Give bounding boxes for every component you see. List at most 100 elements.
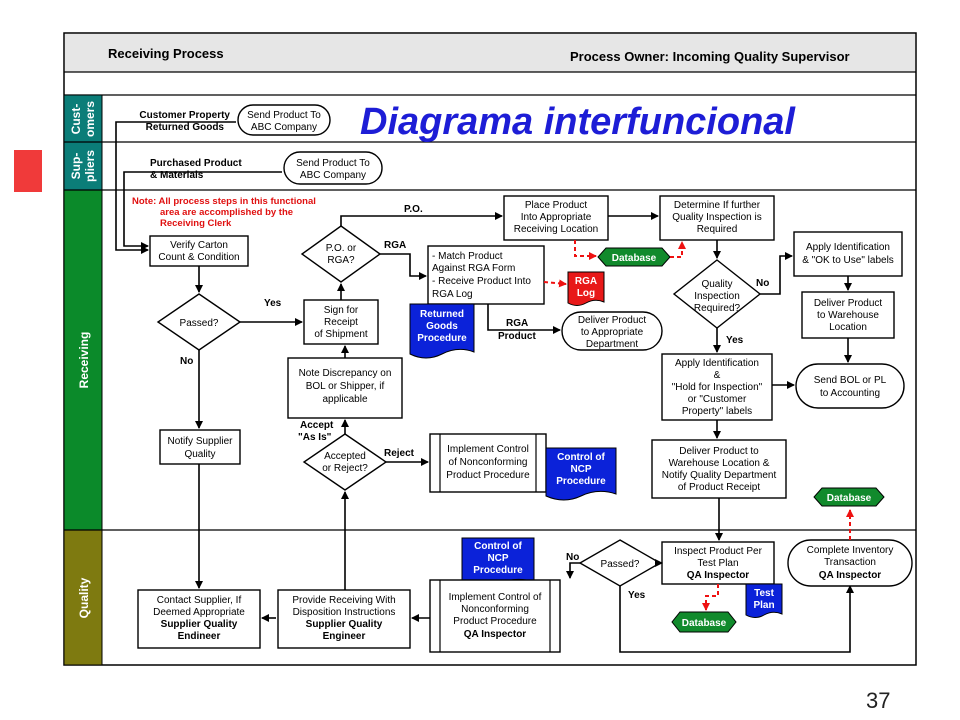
svg-text:Inspection: Inspection [694,291,740,302]
svg-text:Verify Carton: Verify Carton [170,240,228,251]
node-supplier-send [283,151,383,185]
edge-label-no-qi: No [756,278,769,289]
svg-text:ABC Company: ABC Company [251,122,317,133]
edge-suppliers-to-verify [123,171,282,250]
svg-text:Notify Quality Department: Notify Quality Department [662,470,777,481]
svg-text:Database: Database [827,493,872,504]
edge-label-yes-1: Yes [264,298,282,309]
svg-text:Deliver Product: Deliver Product [814,298,883,309]
node-match-product [427,245,545,305]
svg-text:QA Inspector: QA Inspector [464,629,527,640]
svg-text:Send BOL or PL: Send BOL or PL [814,375,887,386]
svg-text:Deliver Product: Deliver Product [578,315,647,326]
svg-text:Engineer: Engineer [323,631,366,642]
node-customer-property-1: Customer Property [139,110,230,121]
process-title: Receiving Process [108,46,224,61]
svg-text:Quality: Quality [184,449,215,460]
edge-label-reject: Reject [384,448,415,459]
svg-text:to Accounting: to Accounting [820,388,880,399]
svg-text:or Reject?: or Reject? [322,463,368,474]
svg-text:Database: Database [682,618,727,629]
node-customer-send [237,104,331,136]
svg-text:Test Plan: Test Plan [697,558,738,569]
node-sign-receipt [303,299,379,345]
svg-text:- Match Product: - Match Product [432,251,503,262]
svg-text:Determine If further: Determine If further [674,200,761,211]
svg-text:Procedure: Procedure [417,333,467,344]
svg-text:QA Inspector: QA Inspector [819,570,882,581]
svg-text:Count & Condition: Count & Condition [158,252,239,263]
svg-text:Procedure: Procedure [473,565,523,576]
svg-text:Nonconforming: Nonconforming [461,604,529,615]
node-send-bol [795,363,905,409]
svg-text:Note Discrepancy on: Note Discrepancy on [299,368,392,379]
edge-customers-to-verify [115,121,236,254]
note-line-3: Receiving Clerk [160,218,232,229]
database-3 [671,611,737,633]
note-line-2: area are accomplished by the [160,207,293,218]
svg-text:Supplier Quality: Supplier Quality [161,619,238,630]
node-deliver-notify [651,439,787,499]
edge-label-rga-product-2: Product [498,331,536,342]
edge-label-yes-2: Yes [628,590,646,601]
svg-text:Send Product To: Send Product To [296,158,370,169]
svg-text:Warehouse Location &: Warehouse Location & [669,458,770,469]
node-purchased-product-1: Purchased Product [150,158,242,169]
svg-text:Sign for: Sign for [324,305,359,316]
svg-text:Transaction: Transaction [824,557,876,568]
banner-title: Diagrama interfuncional [360,101,796,143]
svg-text:Supplier Quality: Supplier Quality [306,619,383,630]
node-determine-inspection [659,195,775,241]
svg-text:Quality Inspection is: Quality Inspection is [672,212,762,223]
node-note-discrepancy [287,357,403,419]
svg-text:Database: Database [612,253,657,264]
svg-text:RGA: RGA [575,276,597,287]
node-provide-disposition [277,589,411,649]
node-deliver-warehouse [801,291,895,339]
svg-text:Plan: Plan [753,600,774,611]
lane-label-suppliers-1: Sup- [69,153,83,180]
svg-text:QA Inspector: QA Inspector [687,570,750,581]
svg-text:Log: Log [577,288,595,299]
svg-text:to Warehouse: to Warehouse [817,310,879,321]
database-1 [597,247,671,267]
node-implement-control [429,433,547,493]
lane-label-customers-1: Cust- [69,104,83,135]
edge-label-rga-product-1: RGA [506,318,528,329]
svg-text:Required: Required [697,224,738,235]
svg-text:Disposition Instructions: Disposition Instructions [293,607,396,618]
database-2 [813,487,885,507]
note-line-1: Note: All process steps in this function… [132,196,316,207]
svg-text:RGA Log: RGA Log [432,289,473,300]
node-deliver-department [561,311,663,351]
svg-text:Endineer: Endineer [178,631,221,642]
svg-text:Control of: Control of [474,541,522,552]
node-apply-ok-labels [793,231,903,277]
svg-text:P.O. or: P.O. or [326,243,357,254]
svg-text:Implement Control: Implement Control [447,444,529,455]
node-po-or-rga [300,225,382,283]
svg-text:NCP: NCP [570,464,591,475]
node-verify [149,235,249,267]
svg-text:or "Customer: or "Customer [688,394,747,405]
svg-text:Passed?: Passed? [601,559,640,570]
svg-text:Apply Identification: Apply Identification [675,358,759,369]
svg-text:Notify Supplier: Notify Supplier [167,436,233,447]
edge-label-rga: RGA [384,240,406,251]
svg-text:Department: Department [586,339,638,350]
svg-text:Deliver Product to: Deliver Product to [679,446,759,457]
node-contact-supplier [137,589,261,649]
node-place-product [503,195,609,241]
svg-text:Contact Supplier, If: Contact Supplier, If [157,595,242,606]
svg-text:Deemed Appropriate: Deemed Appropriate [153,607,245,618]
svg-text:of Shipment: of Shipment [314,329,368,340]
node-customer-property-2: Returned Goods [146,122,225,133]
svg-text:Location: Location [829,322,867,333]
svg-text:Accepted: Accepted [324,451,366,462]
svg-text:Against RGA Form: Against RGA Form [432,263,515,274]
svg-text:Receiving Location: Receiving Location [514,224,599,235]
doc-returned-goods-procedure [409,303,475,359]
svg-text:Complete Inventory: Complete Inventory [807,545,894,556]
edge-label-no-1: No [180,356,193,367]
